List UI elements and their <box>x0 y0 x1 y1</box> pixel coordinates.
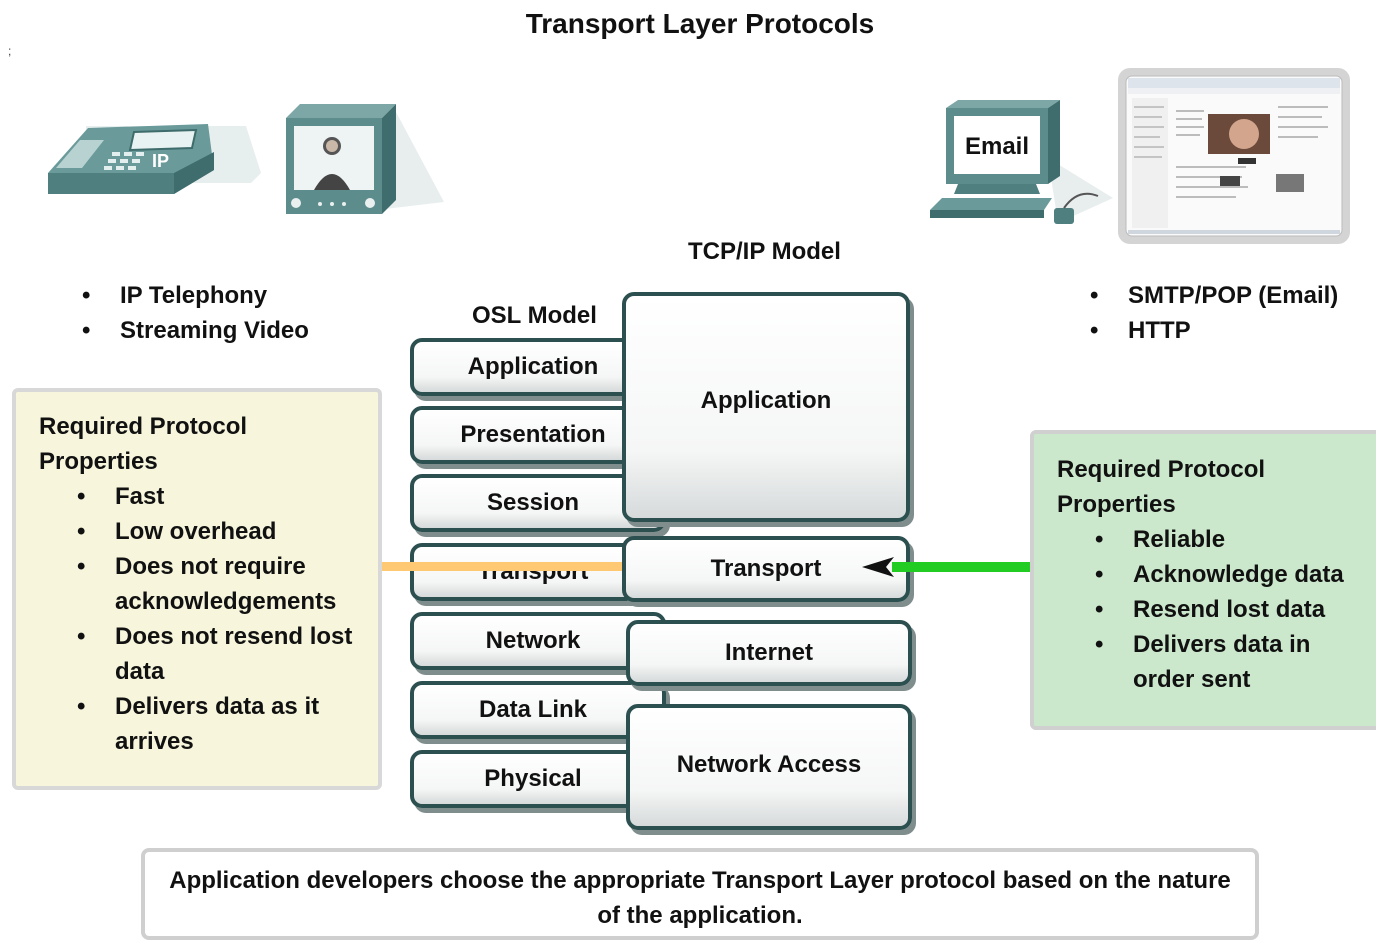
tcpip-layer-internet: Internet <box>626 620 912 686</box>
list-item: Reliable <box>1057 522 1376 557</box>
list-item: Resend lost data <box>1057 592 1376 627</box>
tcp-properties-title: Required Protocol <box>1057 456 1266 483</box>
osi-model-title: OSL Model <box>472 302 597 329</box>
tcp-properties-box: Required Protocol Properties Reliable Ac… <box>1030 430 1376 730</box>
tcpip-model-title: TCP/IP Model <box>688 238 841 265</box>
udp-properties-title-cont: Properties <box>39 448 158 475</box>
corner-mark: ; <box>8 44 12 58</box>
page-title: Transport Layer Protocols <box>525 8 875 39</box>
footer-line-1: Application developers choose the approp… <box>169 867 1231 894</box>
tcpip-layer-network-access: Network Access <box>626 704 912 830</box>
list-item: SMTP/POP (Email) <box>1088 278 1338 313</box>
osi-layer-data-link: Data Link <box>410 681 666 739</box>
udp-properties-box: Required Protocol Properties Fast Low ov… <box>12 388 382 790</box>
list-item: HTTP <box>1088 313 1338 348</box>
list-item: Streaming Video <box>80 313 309 348</box>
footer-line-2: of the application. <box>597 902 803 929</box>
ip-phone-icon: IP <box>48 124 261 194</box>
udp-app-list: IP Telephony Streaming Video <box>80 278 309 348</box>
list-item: Acknowledge data <box>1057 557 1376 592</box>
list-item: Low overhead <box>39 514 378 549</box>
tcp-arrow <box>862 557 1032 577</box>
email-computer-icon: Email <box>930 100 1113 224</box>
footer-note: Application developers choose the approp… <box>141 848 1259 940</box>
tcpip-layer-transport: Transport <box>622 536 910 602</box>
list-item: Fast <box>39 479 378 514</box>
list-item: IP Telephony <box>80 278 309 313</box>
tcp-app-list: SMTP/POP (Email) HTTP <box>1088 278 1338 348</box>
video-monitor-icon <box>286 104 444 214</box>
email-label: Email <box>965 133 1029 160</box>
ip-phone-label: IP <box>152 151 169 171</box>
web-page-icon <box>1118 68 1350 244</box>
udp-properties-title: Required Protocol <box>39 413 248 440</box>
tcpip-layer-application: Application <box>622 292 910 522</box>
osi-layer-physical: Physical <box>410 750 666 808</box>
tcp-properties-title-cont: Properties <box>1057 491 1176 518</box>
